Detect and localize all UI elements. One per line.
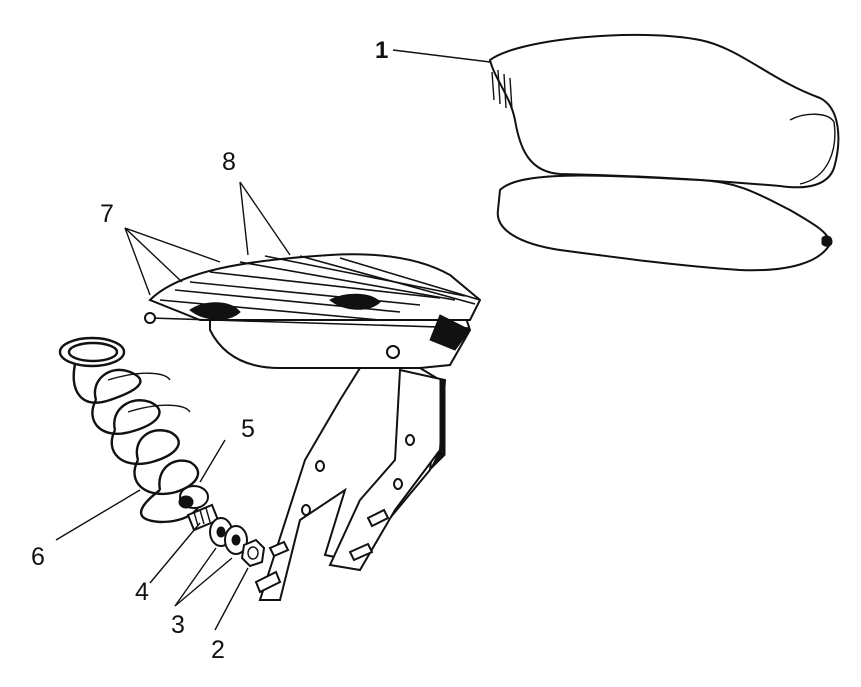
leader-8b <box>239 181 291 256</box>
leader-5 <box>199 439 226 483</box>
saddle-cover <box>488 33 840 272</box>
leader-7a <box>124 227 151 296</box>
callout-label-5: 5 <box>241 415 255 443</box>
callout-label-1: 1 <box>375 37 388 64</box>
leader-6 <box>55 489 141 541</box>
seat-bracket <box>254 367 447 601</box>
callout-label-8: 8 <box>222 148 236 176</box>
callout-label-2: 2 <box>211 636 225 664</box>
leader-4 <box>149 522 201 584</box>
callout-label-6: 6 <box>31 543 45 571</box>
spring-cup <box>178 485 209 509</box>
leader-3b <box>174 557 233 607</box>
washer-b <box>224 525 248 555</box>
leader-lines <box>55 49 491 631</box>
callout-label-3: 3 <box>171 611 185 639</box>
coil-spring <box>58 336 202 524</box>
seat-frame <box>144 253 482 369</box>
leader-7b <box>124 227 183 283</box>
leader-7c <box>124 227 221 263</box>
hex-nut <box>240 538 266 568</box>
callout-label-7: 7 <box>100 200 114 228</box>
leader-8a <box>239 181 249 256</box>
leader-1 <box>392 49 491 63</box>
callout-label-4: 4 <box>135 578 149 606</box>
leader-2 <box>214 567 249 631</box>
leader-3a <box>174 547 217 607</box>
